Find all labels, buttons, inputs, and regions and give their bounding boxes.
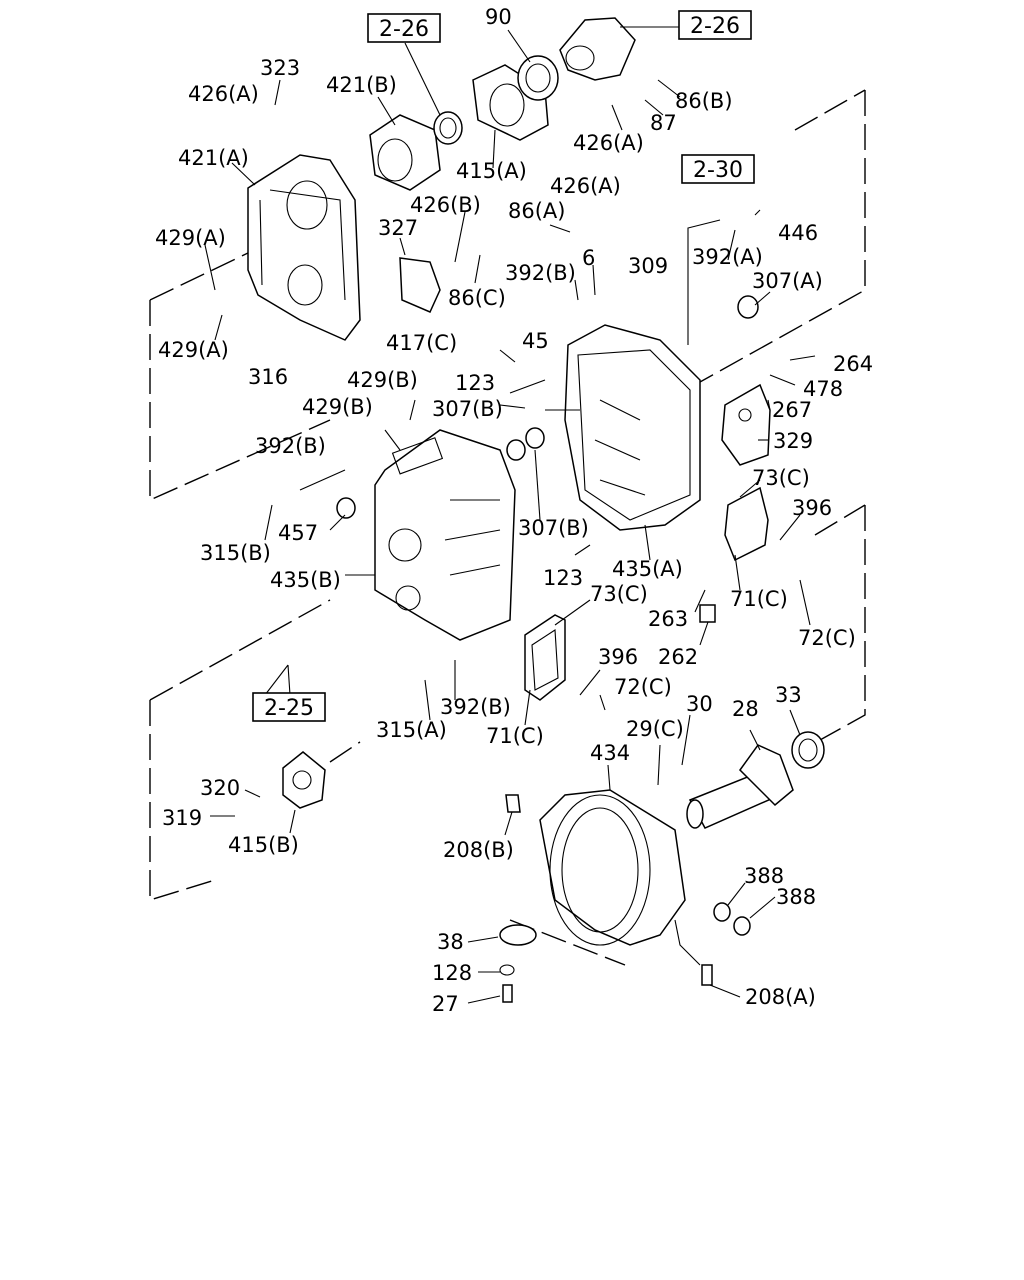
part-label: 29(C) — [626, 717, 684, 741]
part-label: 123 — [455, 371, 495, 395]
ref-box-2-25[interactable]: 2-25 — [252, 692, 326, 722]
part-label: 45 — [522, 329, 549, 353]
part-label: 435(B) — [270, 568, 341, 592]
part-label: 307(B) — [432, 397, 503, 421]
part-label: 123 — [543, 566, 583, 590]
ref-box-2-30[interactable]: 2-30 — [681, 154, 755, 184]
leader-lines — [204, 26, 816, 1004]
part-label: 446 — [778, 221, 818, 245]
part-label: 417(C) — [386, 331, 457, 355]
part-label: 307(B) — [518, 516, 589, 540]
part-label: 307(A) — [752, 269, 823, 293]
part-label: 415(B) — [228, 833, 299, 857]
part-label: 86(B) — [675, 89, 733, 113]
part-label: 323 — [260, 56, 300, 80]
part-label: 6 — [582, 246, 595, 270]
part-label: 327 — [378, 216, 418, 240]
part-label: 28 — [732, 697, 759, 721]
part-label: 457 — [278, 521, 318, 545]
part-labels: 90 323 426(A) 421(B) 86(B) 87 426(A) 415… — [155, 5, 873, 1016]
part-label: 316 — [248, 365, 288, 389]
part-label: 72(C) — [798, 626, 856, 650]
part-label: 392(B) — [505, 261, 576, 285]
part-label: 392(B) — [440, 695, 511, 719]
ref-box-2-26-right[interactable]: 2-26 — [678, 10, 752, 40]
part-label: 71(C) — [486, 724, 544, 748]
part-label: 421(B) — [326, 73, 397, 97]
part-label: 435(A) — [612, 557, 683, 581]
part-label: 320 — [200, 776, 240, 800]
part-label: 429(A) — [155, 226, 226, 250]
part-label: 429(A) — [158, 338, 229, 362]
part-label: 415(A) — [456, 159, 527, 183]
part-label: 319 — [162, 806, 202, 830]
ref-box-label: 2-26 — [379, 17, 429, 42]
part-label: 30 — [686, 692, 713, 716]
part-label: 396 — [598, 645, 638, 669]
part-label: 426(B) — [410, 193, 481, 217]
ref-box-label: 2-25 — [264, 696, 314, 721]
part-label: 208(A) — [745, 985, 816, 1009]
part-label: 309 — [628, 254, 668, 278]
part-label: 434 — [590, 741, 630, 765]
part-label: 90 — [485, 5, 512, 29]
part-label: 263 — [648, 607, 688, 631]
part-label: 27 — [432, 992, 459, 1016]
section-boundaries — [149, 89, 866, 966]
ref-box-label: 2-26 — [690, 14, 740, 39]
ref-box-2-26-top[interactable]: 2-26 — [367, 13, 441, 43]
part-label: 429(B) — [347, 368, 418, 392]
ref-box-label: 2-30 — [693, 158, 743, 183]
part-label: 315(A) — [376, 718, 447, 742]
part-label: 86(C) — [448, 286, 506, 310]
part-label: 315(B) — [200, 541, 271, 565]
part-label: 421(A) — [178, 146, 249, 170]
part-label: 388 — [744, 864, 784, 888]
part-label: 426(A) — [573, 131, 644, 155]
part-label: 264 — [833, 352, 873, 376]
part-label: 87 — [650, 111, 677, 135]
part-label: 38 — [437, 930, 464, 954]
part-label: 33 — [775, 683, 802, 707]
part-label: 429(B) — [302, 395, 373, 419]
part-label: 426(A) — [188, 82, 259, 106]
part-label: 86(A) — [508, 199, 565, 223]
part-label: 478 — [803, 377, 843, 401]
part-label: 329 — [773, 429, 813, 453]
part-label: 426(A) — [550, 174, 621, 198]
part-label: 262 — [658, 645, 698, 669]
part-label: 392(A) — [692, 245, 763, 269]
part-label: 388 — [776, 885, 816, 909]
part-label: 72(C) — [614, 675, 672, 699]
part-label: 396 — [792, 496, 832, 520]
part-label: 208(B) — [443, 838, 514, 862]
part-label: 73(C) — [590, 582, 648, 606]
part-label: 73(C) — [752, 466, 810, 490]
part-label: 392(B) — [255, 434, 326, 458]
part-label: 267 — [772, 398, 812, 422]
part-label: 128 — [432, 961, 472, 985]
part-drawings — [247, 17, 825, 1003]
part-label: 71(C) — [730, 587, 788, 611]
